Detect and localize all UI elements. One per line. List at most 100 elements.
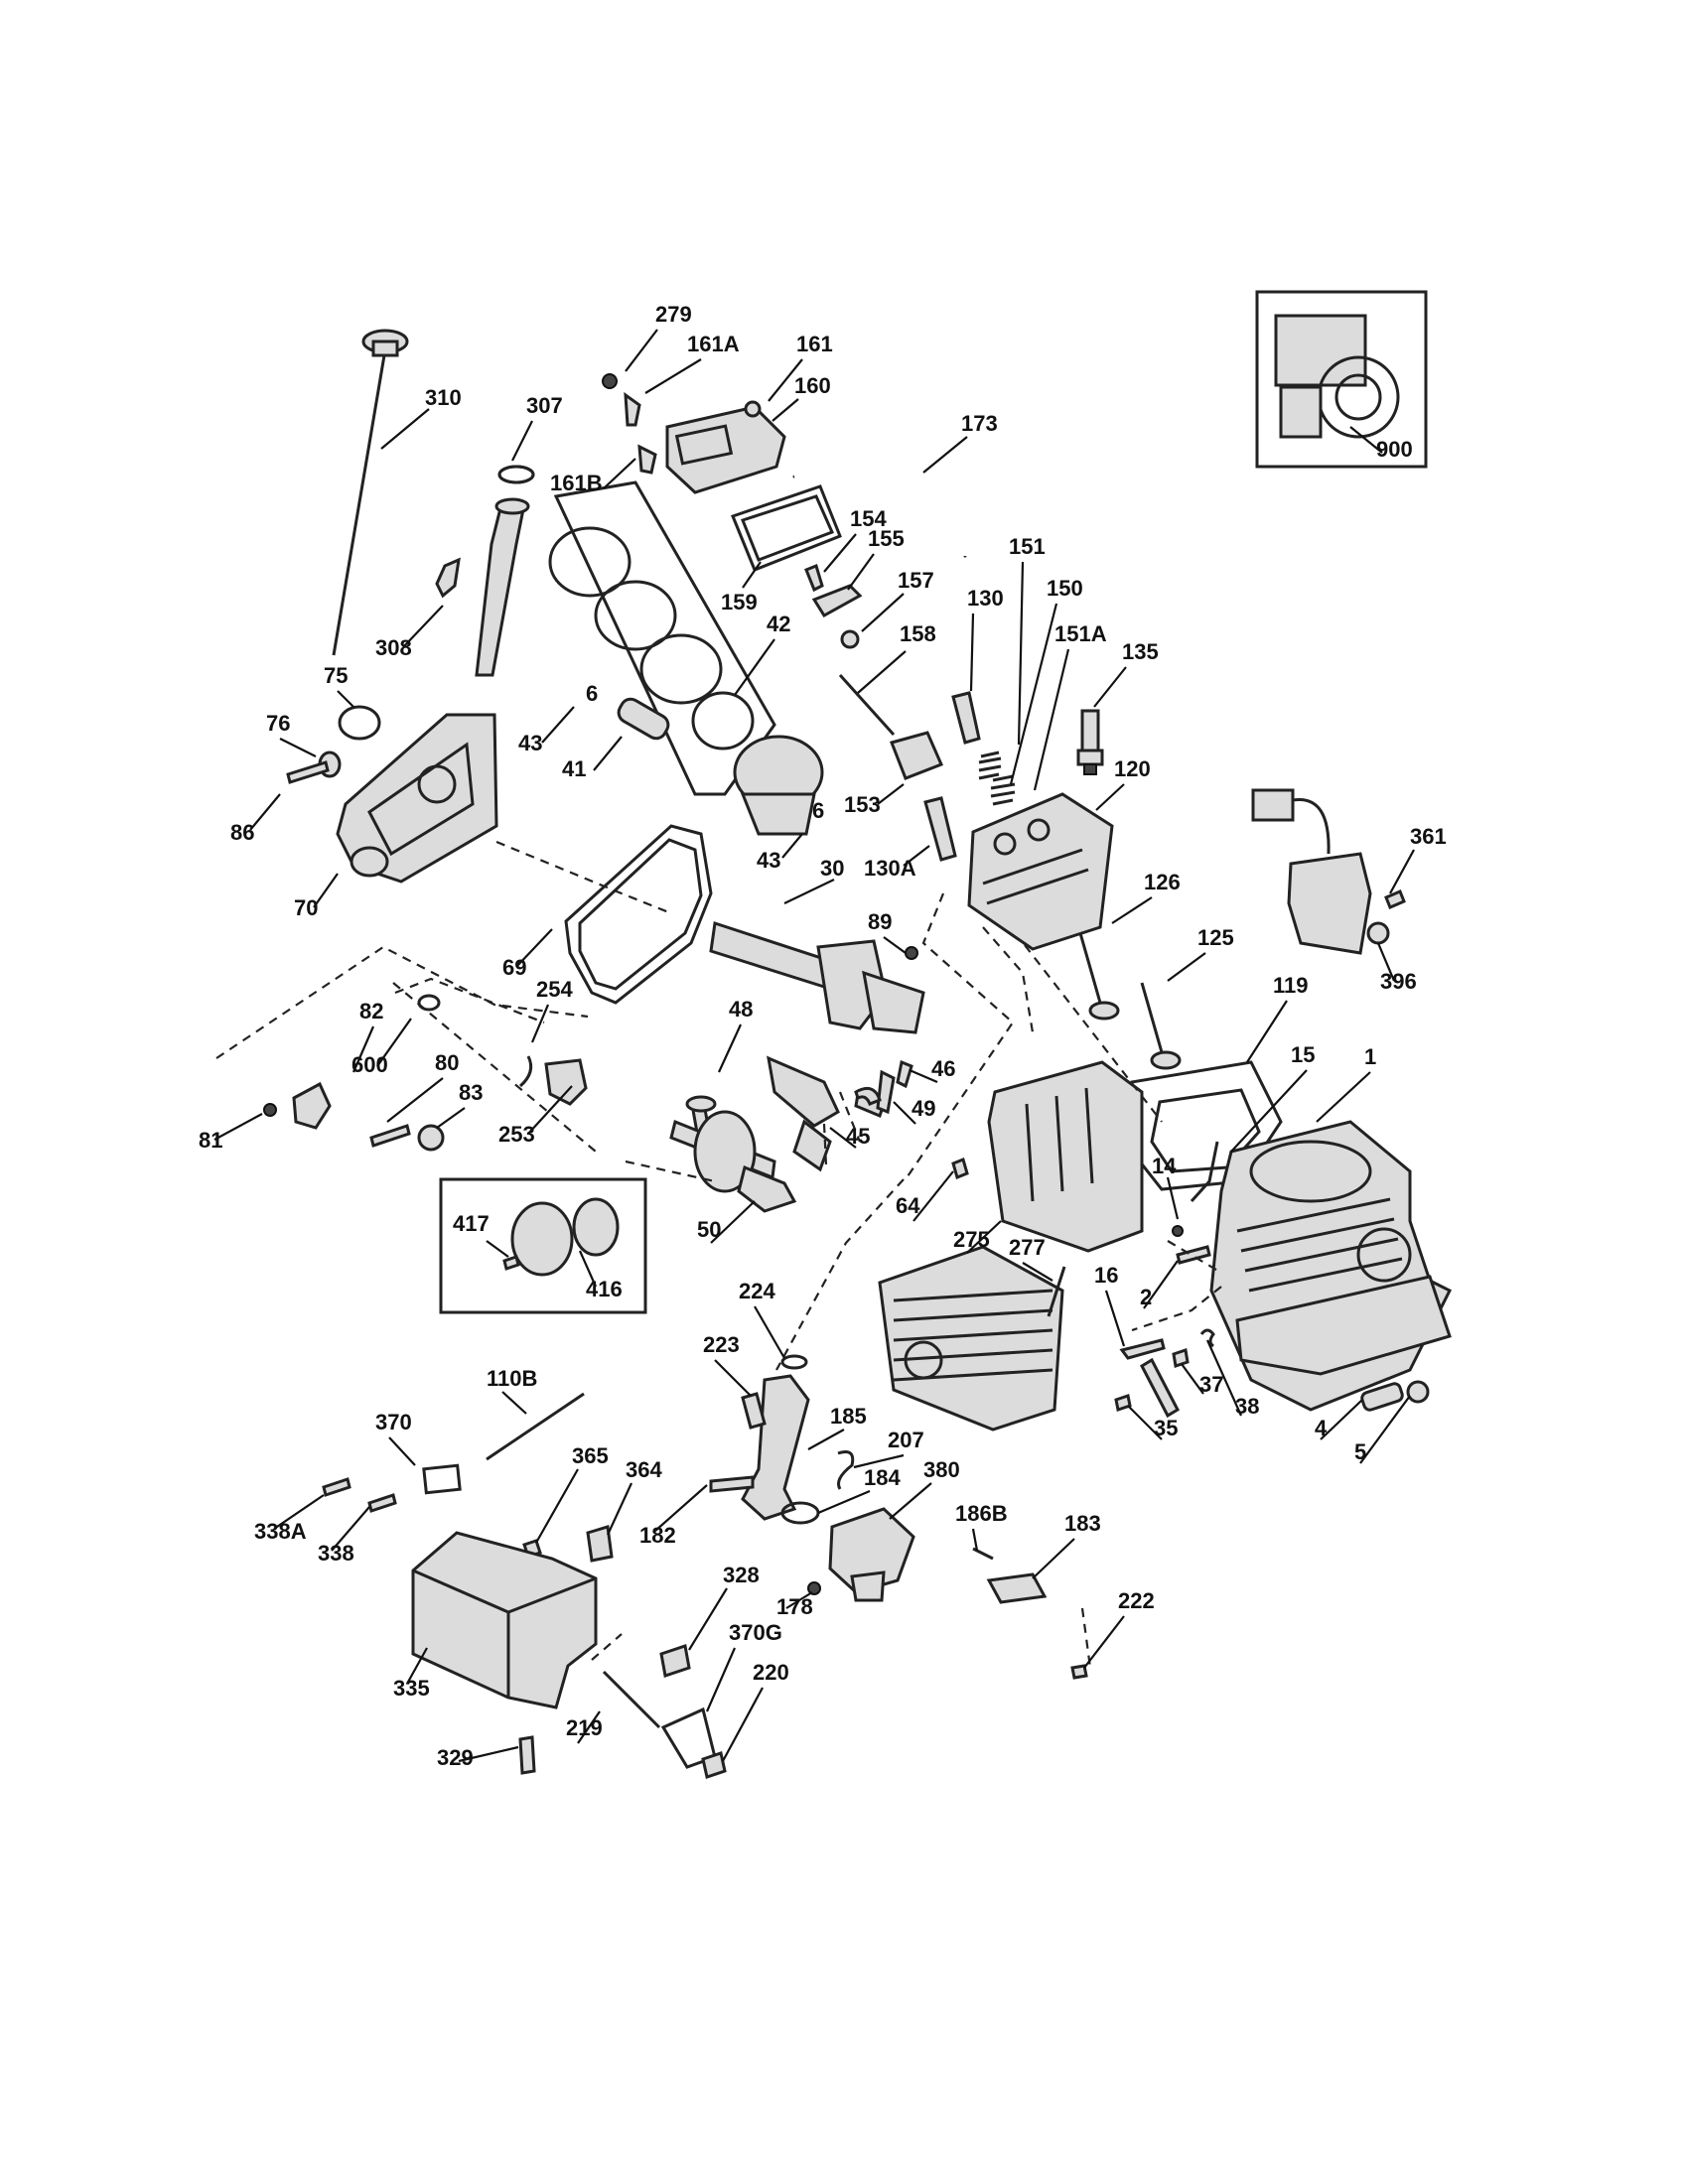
screw-361 bbox=[1384, 889, 1406, 909]
leader-line bbox=[1246, 1000, 1288, 1063]
label-173: 173 bbox=[961, 411, 998, 436]
leader-line bbox=[501, 1391, 527, 1415]
label-361: 361 bbox=[1410, 824, 1447, 849]
valve-126 bbox=[1078, 932, 1120, 1021]
label-184: 184 bbox=[864, 1465, 901, 1490]
leader-line bbox=[654, 1484, 708, 1532]
leader-line bbox=[380, 408, 430, 450]
label-380: 380 bbox=[923, 1457, 960, 1482]
leader-line bbox=[1095, 783, 1125, 811]
leader-line bbox=[1033, 648, 1070, 791]
label-35: 35 bbox=[1154, 1416, 1178, 1440]
label-370: 370 bbox=[375, 1410, 412, 1434]
push-rod-158 bbox=[838, 673, 896, 737]
label-416: 416 bbox=[586, 1277, 623, 1301]
label-279: 279 bbox=[655, 302, 692, 327]
leader-line bbox=[912, 1170, 954, 1222]
leader-line bbox=[515, 928, 553, 968]
label-186b: 186B bbox=[955, 1501, 1008, 1526]
leader-line bbox=[823, 533, 857, 573]
screw-35 bbox=[1114, 1394, 1132, 1412]
label-183: 183 bbox=[1064, 1511, 1101, 1536]
label-417: 417 bbox=[453, 1211, 490, 1236]
leader-line bbox=[644, 358, 702, 394]
label-125: 125 bbox=[1197, 925, 1234, 950]
label-153: 153 bbox=[844, 792, 881, 817]
leader-line bbox=[714, 1359, 752, 1397]
label-75: 75 bbox=[324, 663, 348, 688]
leader-line bbox=[1127, 1405, 1163, 1440]
label-161a: 161A bbox=[687, 332, 740, 356]
label-15: 15 bbox=[1291, 1042, 1315, 1067]
screw-338a bbox=[322, 1477, 351, 1497]
leader-line bbox=[351, 1025, 375, 1073]
label-338a: 338A bbox=[254, 1519, 307, 1544]
label-161: 161 bbox=[796, 332, 833, 356]
leader-line bbox=[1349, 426, 1383, 454]
cable-110b bbox=[486, 1392, 585, 1461]
clip-43a-glyph: 6 bbox=[586, 681, 598, 706]
decal-370 bbox=[422, 1463, 462, 1495]
label-224: 224 bbox=[739, 1279, 775, 1303]
label-151a: 151A bbox=[1054, 621, 1107, 646]
bracket-183 bbox=[986, 1572, 1048, 1604]
leader-line bbox=[817, 1489, 871, 1515]
guide-plate-153 bbox=[890, 731, 944, 780]
leader-lines bbox=[213, 329, 1415, 1763]
washer-81 bbox=[263, 1103, 277, 1117]
leader-line bbox=[785, 1591, 813, 1609]
leader-line bbox=[1359, 1395, 1411, 1464]
label-338: 338 bbox=[318, 1541, 354, 1566]
label-81: 81 bbox=[199, 1128, 222, 1153]
clip-part bbox=[435, 557, 461, 599]
label-135: 135 bbox=[1122, 639, 1159, 664]
oring-224 bbox=[780, 1354, 808, 1370]
governor-lever-16 bbox=[1119, 1338, 1180, 1419]
leader-line bbox=[213, 1113, 263, 1141]
label-48: 48 bbox=[729, 997, 753, 1022]
leader-line bbox=[273, 1494, 325, 1530]
oring-307 bbox=[497, 465, 535, 484]
leader-line bbox=[406, 1647, 428, 1685]
label-154: 154 bbox=[850, 506, 887, 531]
oring-600 bbox=[417, 994, 441, 1012]
label-161b: 161B bbox=[550, 471, 603, 495]
leader-line bbox=[1143, 1260, 1179, 1309]
label-110b: 110B bbox=[487, 1366, 537, 1391]
leader-line bbox=[903, 845, 930, 867]
label-157: 157 bbox=[898, 568, 934, 593]
label-277: 277 bbox=[1009, 1235, 1046, 1260]
leader-line bbox=[527, 1085, 573, 1135]
label-155: 155 bbox=[868, 526, 905, 551]
label-151: 151 bbox=[1009, 534, 1046, 559]
inset-engine-box bbox=[1255, 290, 1428, 469]
label-185: 185 bbox=[830, 1404, 867, 1429]
leader-line bbox=[1022, 1262, 1053, 1282]
spring-150 bbox=[990, 774, 1016, 806]
leader-line bbox=[1083, 1615, 1125, 1669]
label-275: 275 bbox=[953, 1227, 990, 1252]
label-43a: 43 bbox=[518, 731, 542, 755]
clip-329 bbox=[518, 1735, 536, 1775]
label-335: 335 bbox=[393, 1676, 430, 1701]
screw-338 bbox=[367, 1493, 397, 1513]
leader-line bbox=[768, 358, 803, 402]
leader-line bbox=[486, 1240, 509, 1258]
leader-line bbox=[710, 1200, 756, 1244]
stud-277 bbox=[1047, 1266, 1066, 1317]
leader-line bbox=[603, 458, 636, 489]
screw-161b bbox=[637, 444, 657, 475]
spring-38 bbox=[1199, 1328, 1215, 1348]
leader-line bbox=[718, 1024, 742, 1073]
leader-line bbox=[530, 1004, 550, 1043]
label-119: 119 bbox=[1273, 973, 1309, 998]
leader-line bbox=[607, 1482, 632, 1536]
spark-plug-135 bbox=[1076, 709, 1104, 775]
label-4: 4 bbox=[1315, 1416, 1328, 1440]
dipstick-part bbox=[332, 329, 409, 656]
leader-line bbox=[883, 936, 907, 954]
leader-line bbox=[1009, 603, 1058, 785]
rocker-arm-155 bbox=[811, 584, 863, 618]
label-37: 37 bbox=[1199, 1372, 1223, 1397]
label-365: 365 bbox=[572, 1443, 609, 1468]
